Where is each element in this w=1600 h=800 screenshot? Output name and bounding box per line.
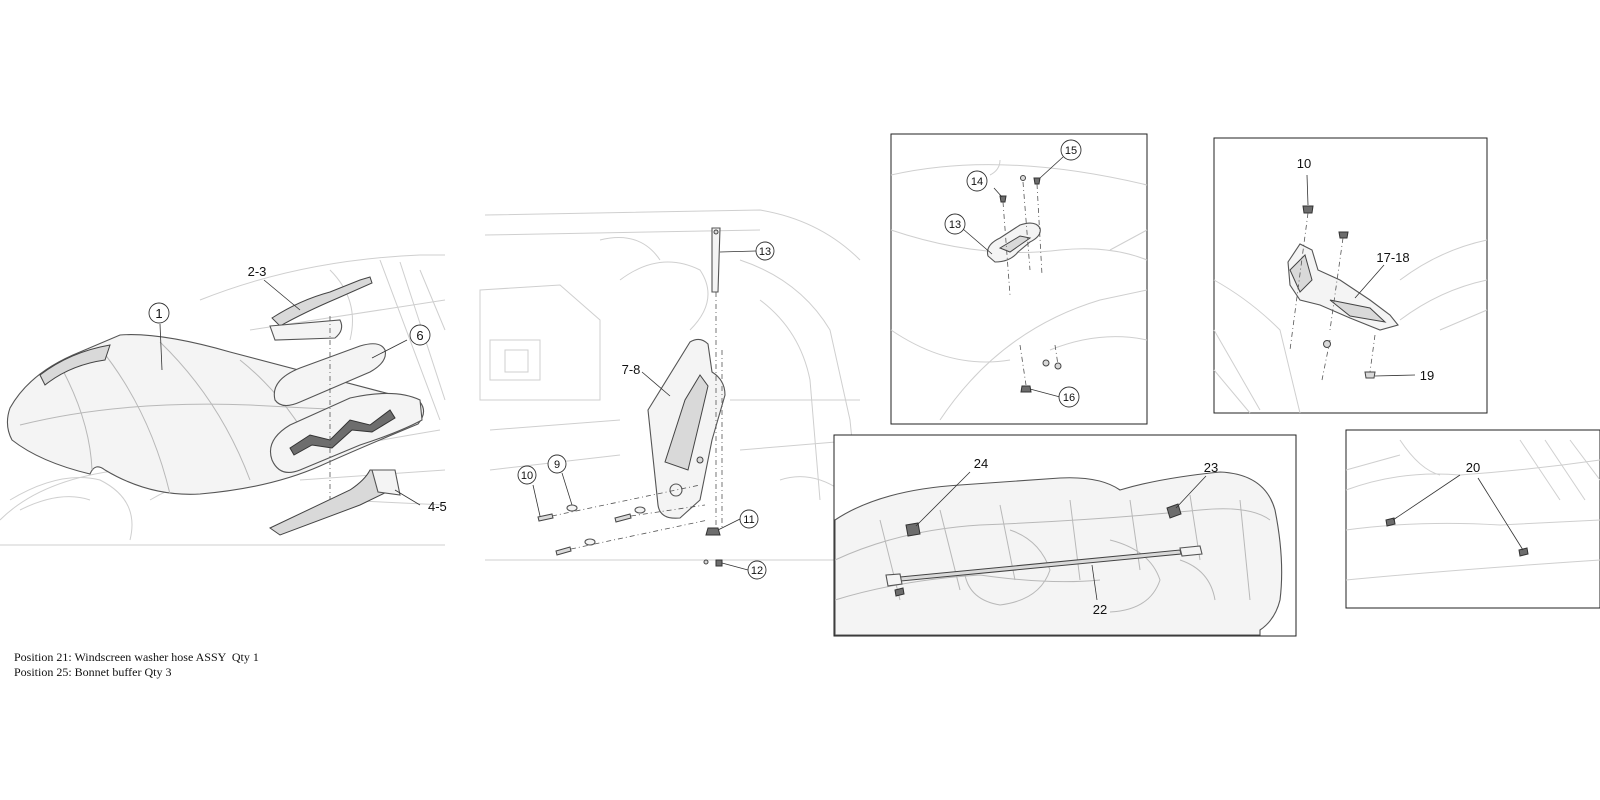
bonnet-seal — [273, 343, 386, 407]
note-position-25: Position 25: Bonnet buffer Qty 3 — [14, 665, 172, 679]
buffer-20-left — [1385, 517, 1396, 527]
leader-lines — [159, 156, 1524, 601]
callout-6: 6 — [416, 328, 423, 343]
callout-circle-13b — [944, 213, 966, 235]
hinge-rod — [711, 227, 721, 293]
callout-23: 23 — [1204, 460, 1218, 475]
callout-13b: 13 — [949, 219, 961, 231]
bolt-left-lower — [555, 546, 572, 556]
callout-circle-1 — [148, 302, 170, 324]
callout-circle-6 — [409, 324, 431, 346]
hinge-inset-frame — [1213, 137, 1488, 414]
latch-inset-frame — [890, 133, 1148, 425]
callout-circle-10a — [517, 465, 537, 485]
callout-19: 19 — [1420, 368, 1434, 383]
callout-circle-9 — [547, 454, 567, 474]
bolt-left-middle — [614, 513, 632, 523]
callout-16: 16 — [1063, 392, 1075, 404]
bonnet-underside — [834, 471, 1283, 636]
hinge-inset — [1213, 137, 1488, 414]
callout-circle-16 — [1058, 386, 1080, 408]
callout-circle-12 — [747, 560, 767, 580]
bolt-10 — [1302, 205, 1314, 214]
callout-circle-14 — [966, 170, 988, 192]
buffer-20-right — [1518, 547, 1529, 557]
stay-inset — [833, 434, 1297, 637]
latch-inset — [890, 133, 1148, 425]
callout-24: 24 — [974, 456, 988, 471]
bonnet-assembly-view — [0, 254, 446, 546]
screw-15 — [1033, 177, 1041, 185]
buffer-24 — [905, 522, 921, 537]
clip-23 — [1166, 503, 1182, 519]
callout-14: 14 — [971, 176, 983, 188]
callout-12: 12 — [751, 565, 763, 577]
clip-19 — [1364, 371, 1376, 379]
note-position-21: Position 21: Windscreen washer hose ASSY… — [14, 650, 259, 664]
engine-bay-background — [479, 209, 861, 561]
callout-1: 1 — [155, 306, 162, 321]
screw-14 — [999, 195, 1007, 203]
callout-circle-11 — [739, 509, 759, 529]
callout-9: 9 — [554, 459, 560, 471]
callout-circle-15 — [1060, 139, 1082, 161]
callout-10b: 10 — [1297, 156, 1311, 171]
callout-2-3: 2-3 — [248, 264, 267, 279]
callout-15: 15 — [1065, 145, 1077, 157]
nut-12 — [715, 559, 723, 567]
callout-20: 20 — [1466, 460, 1480, 475]
side-trim — [269, 469, 396, 536]
callout-10a: 10 — [521, 470, 533, 482]
callout-4-5: 4-5 — [428, 499, 447, 514]
callout-13a: 13 — [759, 246, 771, 258]
nut-11 — [705, 527, 721, 536]
callout-7-8: 7-8 — [622, 362, 641, 377]
callout-17-18: 17-18 — [1376, 250, 1409, 265]
callout-circle-13a — [755, 241, 775, 261]
callout-labels: 1 2-3 6 4-5 13 7-8 10 9 11 12 15 14 13 1… — [148, 139, 1480, 617]
bolt-left-upper — [537, 513, 554, 522]
nut-16 — [1020, 385, 1032, 393]
callout-22: 22 — [1093, 602, 1107, 617]
buffer-inset — [1345, 429, 1600, 609]
bolt-upper-right — [1338, 231, 1349, 239]
hinge-assembly-view — [479, 209, 861, 567]
buffer-inset-frame — [1345, 429, 1600, 609]
callout-11: 11 — [743, 514, 754, 526]
